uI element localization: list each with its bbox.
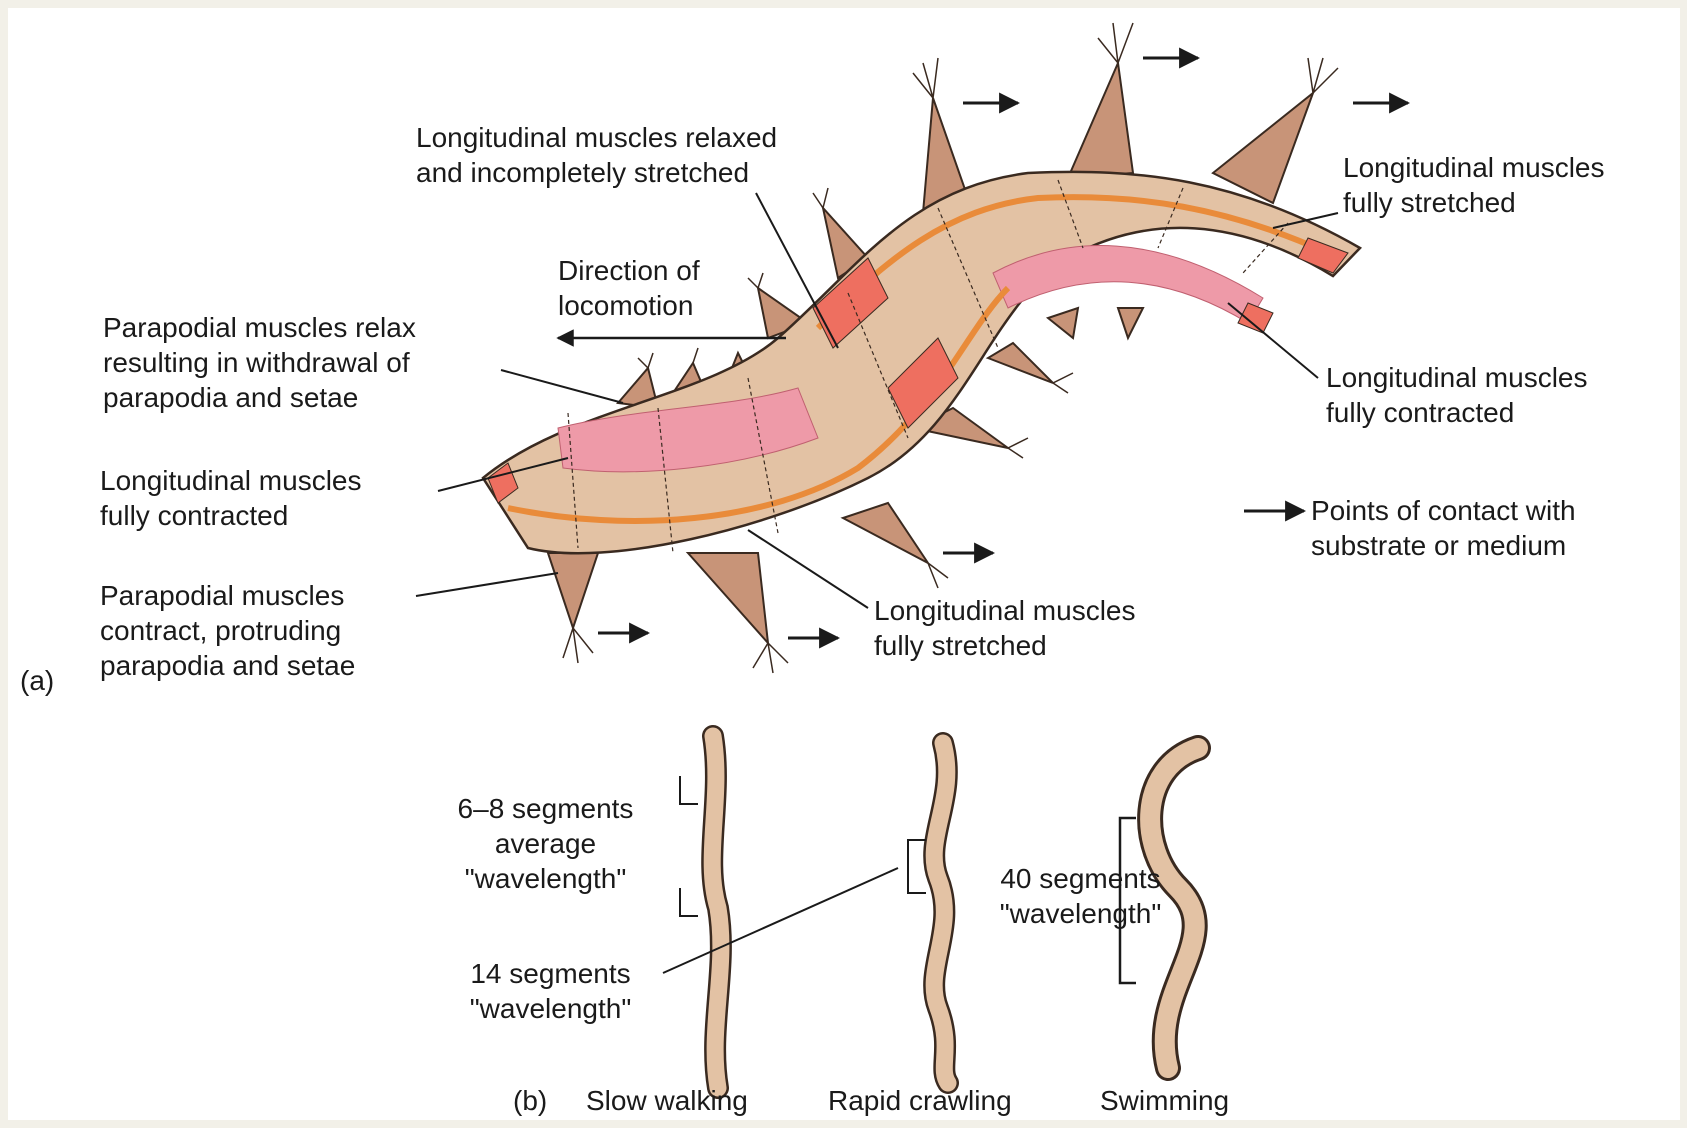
label-top-fully-stretched: Longitudinal muscles fully stretched <box>1343 150 1605 220</box>
part-b-marker: (b) <box>513 1083 547 1118</box>
label-left-fully-contracted: Longitudinal muscles fully contracted <box>100 463 362 533</box>
caption-slow-walking: Slow walking <box>586 1083 748 1118</box>
label-forty-segments: 40 segments "wavelength" <box>968 861 1193 931</box>
label-relaxed-stretched: Longitudinal muscles relaxed and incompl… <box>416 120 777 190</box>
parapodium <box>843 503 928 563</box>
part-a-marker: (a) <box>20 663 54 698</box>
caption-rapid-crawling: Rapid crawling <box>828 1083 1012 1118</box>
label-contact-legend: Points of contact with substrate or medi… <box>1311 493 1576 563</box>
rapid-crawling-worm <box>908 743 948 1083</box>
parapodium <box>1118 308 1143 338</box>
diagram-canvas: Longitudinal muscles relaxed and incompl… <box>8 8 1680 1120</box>
caption-swimming: Swimming <box>1100 1083 1229 1118</box>
slow-walking-worm <box>680 736 721 1088</box>
parapodium <box>1048 308 1078 338</box>
parapodium <box>1213 93 1313 203</box>
parapodium <box>1068 63 1133 178</box>
label-fourteen-segments: 14 segments "wavelength" <box>433 956 668 1026</box>
label-direction: Direction of locomotion <box>558 253 700 323</box>
parapodium <box>548 553 598 628</box>
label-right-fully-contracted: Longitudinal muscles fully contracted <box>1326 360 1588 430</box>
parapodium <box>688 553 768 643</box>
parapodium <box>988 343 1053 383</box>
fourteen-leader <box>663 868 898 973</box>
label-parapodial-contract: Parapodial muscles contract, protruding … <box>100 578 355 683</box>
label-bottom-fully-stretched: Longitudinal muscles fully stretched <box>874 593 1136 663</box>
label-parapodial-relax: Parapodial muscles relax resulting in wi… <box>103 310 416 415</box>
label-six-eight-segments: 6–8 segments average "wavelength" <box>428 791 663 896</box>
